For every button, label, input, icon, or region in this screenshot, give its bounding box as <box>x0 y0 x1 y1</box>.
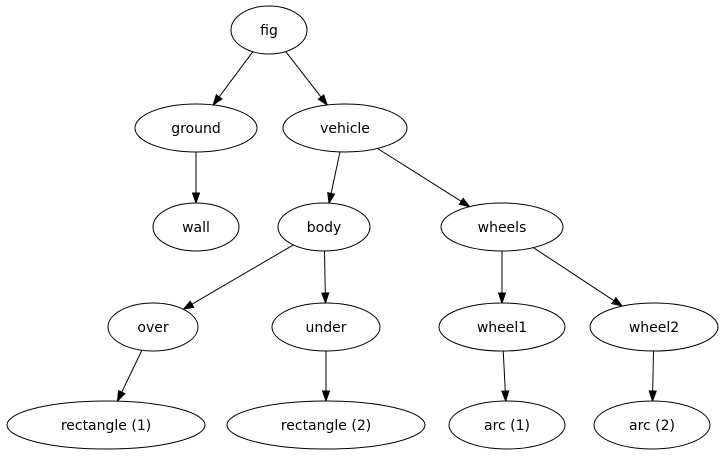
edge-arrowhead-icon <box>458 197 471 208</box>
edge-arrowhead-icon <box>191 192 201 205</box>
edge-vehicle-body <box>327 151 341 205</box>
edge-arrowhead-icon <box>116 389 126 403</box>
edge-fig-ground <box>212 51 254 107</box>
edge-wheels-wheel2 <box>533 247 624 307</box>
node-arc1-ellipse <box>448 400 566 450</box>
edge-wheel2-arc2 <box>648 350 657 403</box>
node-arc2: arc (2) <box>593 400 711 450</box>
node-over-label: over <box>137 320 168 336</box>
node-wheel1: wheel1 <box>438 302 566 352</box>
edge-shaft <box>652 350 655 392</box>
node-arc2-label: arc (2) <box>629 418 675 434</box>
node-wall: wall <box>152 202 240 252</box>
edge-shaft <box>533 247 615 302</box>
node-under: under <box>271 302 381 352</box>
edge-shaft <box>502 350 506 392</box>
edge-arrowhead-icon <box>501 390 510 403</box>
node-body: body <box>277 202 371 252</box>
node-fig-label: fig <box>260 23 278 39</box>
edge-shaft <box>191 244 294 305</box>
edge-over-rectangle1 <box>116 350 143 403</box>
node-wheel2: wheel2 <box>589 302 719 352</box>
node-arc1-label: arc (1) <box>484 418 530 434</box>
node-fig: fig <box>230 5 308 55</box>
edge-body-under <box>321 250 330 305</box>
edge-vehicle-wheels <box>377 148 471 208</box>
node-rectangle2-ellipse <box>226 400 426 450</box>
edge-fig-vehicle <box>285 51 329 107</box>
edge-wheels-wheel1 <box>497 251 507 305</box>
node-body-label: body <box>307 220 342 236</box>
node-over-ellipse <box>107 302 199 352</box>
edge-arrowhead-icon <box>321 390 331 403</box>
node-rectangle2: rectangle (2) <box>226 400 426 450</box>
node-vehicle-ellipse <box>282 103 408 153</box>
edge-arrowhead-icon <box>648 390 657 403</box>
node-ground-label: ground <box>171 121 221 137</box>
edge-arrowhead-icon <box>182 300 195 311</box>
edge-shaft <box>218 51 254 98</box>
node-arc1: arc (1) <box>448 400 566 450</box>
edge-arrowhead-icon <box>317 94 329 107</box>
edge-body-over <box>182 244 294 311</box>
node-ground: ground <box>134 103 258 153</box>
edge-shaft <box>323 250 326 294</box>
node-wheel2-ellipse <box>589 302 719 352</box>
node-under-ellipse <box>271 302 381 352</box>
node-wheels-label: wheels <box>478 220 527 236</box>
node-over: over <box>107 302 199 352</box>
edge-under-rectangle2 <box>321 351 331 403</box>
node-body-ellipse <box>277 202 371 252</box>
edge-arrowhead-icon <box>212 94 223 107</box>
edge-shaft <box>377 148 462 202</box>
edge-shaft <box>121 350 143 393</box>
node-under-label: under <box>305 320 346 336</box>
node-vehicle: vehicle <box>282 103 408 153</box>
edge-shaft <box>285 51 322 98</box>
node-wall-ellipse <box>152 202 240 252</box>
node-vehicle-label: vehicle <box>320 121 370 137</box>
edge-arrowhead-icon <box>327 192 336 205</box>
node-wall-label: wall <box>182 220 210 236</box>
edge-arrowhead-icon <box>321 292 330 305</box>
edge-arrowhead-icon <box>497 292 507 305</box>
node-wheels: wheels <box>440 202 564 252</box>
node-wheel1-label: wheel1 <box>477 320 527 336</box>
edge-wheel1-arc1 <box>501 350 510 403</box>
node-rectangle1-label: rectangle (1) <box>61 418 151 434</box>
edge-ground-wall <box>191 152 201 205</box>
node-fig-ellipse <box>230 5 308 55</box>
node-ground-ellipse <box>134 103 258 153</box>
node-rectangle2-label: rectangle (2) <box>281 418 371 434</box>
edge-shaft <box>330 151 341 194</box>
node-arc2-ellipse <box>593 400 711 450</box>
node-rectangle1: rectangle (1) <box>6 400 206 450</box>
node-wheel1-ellipse <box>438 302 566 352</box>
node-rectangle1-ellipse <box>6 400 206 450</box>
node-wheel2-label: wheel2 <box>629 320 679 336</box>
edge-arrowhead-icon <box>611 296 624 307</box>
node-wheels-ellipse <box>440 202 564 252</box>
